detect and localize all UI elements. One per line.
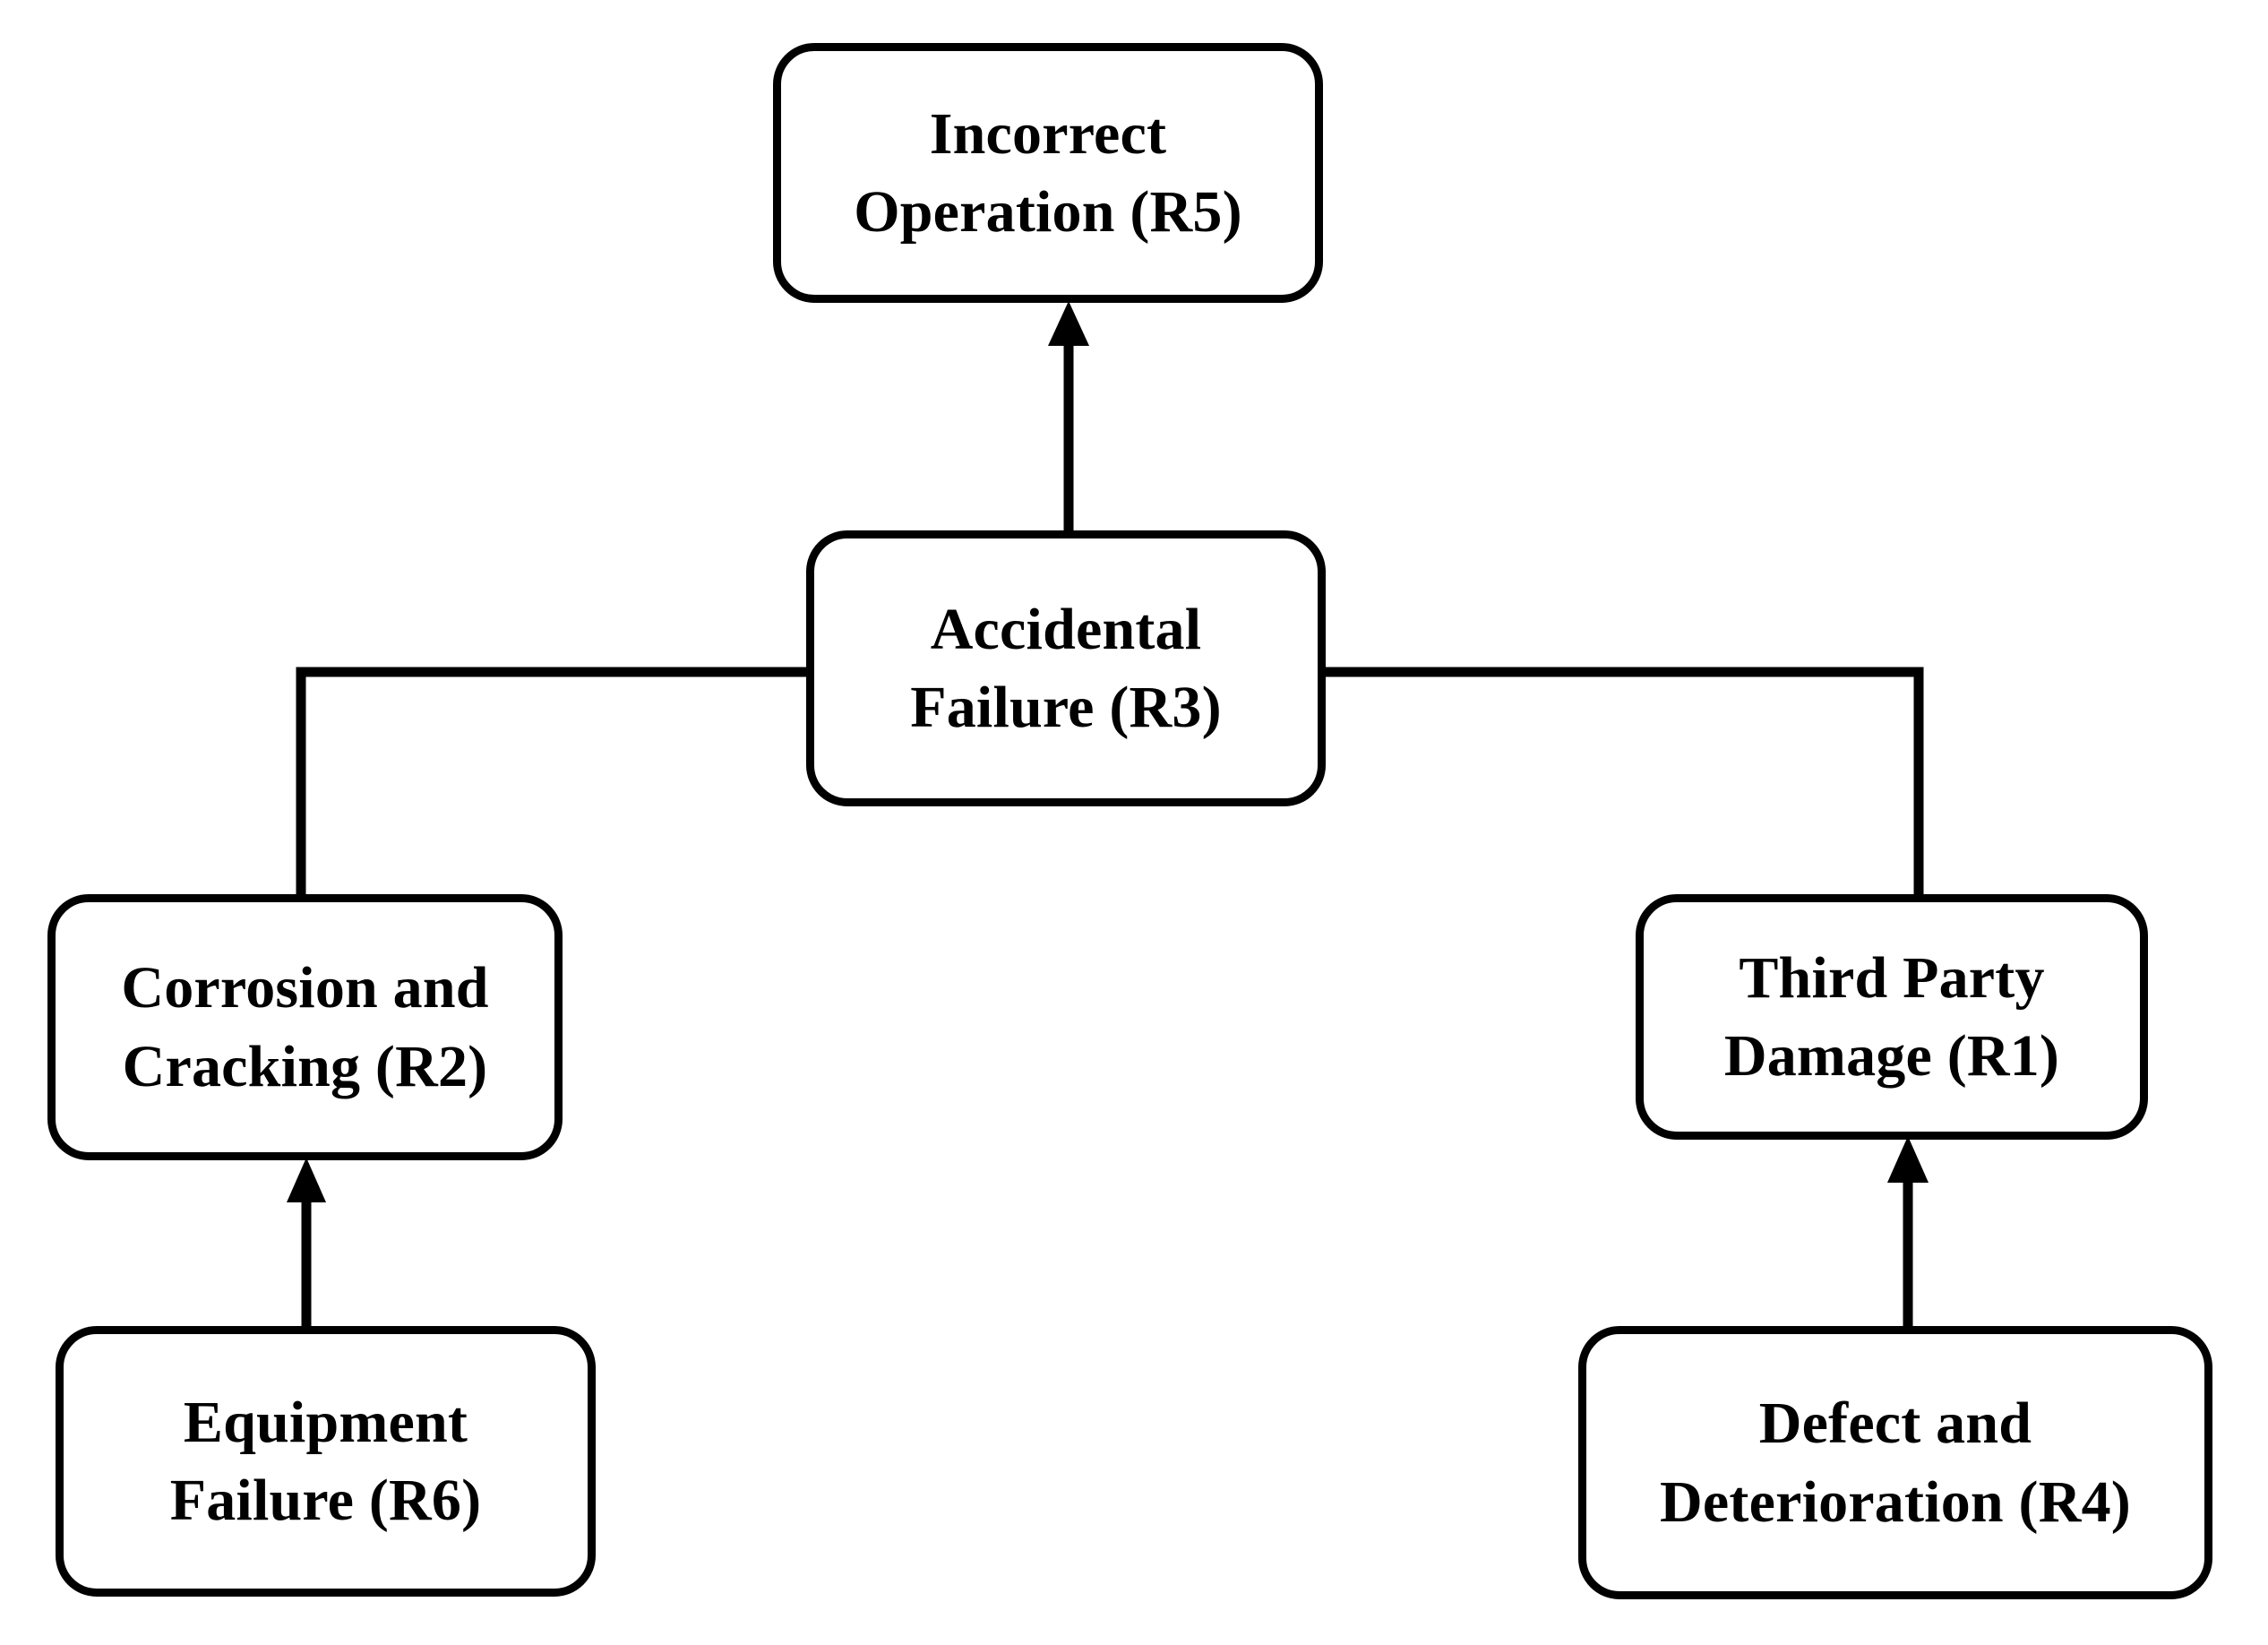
node-equipment-failure-line1: Equipment (183, 1389, 468, 1455)
node-defect-and-deterioration[interactable]: Defect and Deterioration (R4) (1578, 1326, 2212, 1599)
node-equipment-failure-line2: Failure (R6) (169, 1468, 482, 1533)
node-incorrect-operation-line2: Operation (R5) (854, 179, 1242, 245)
node-accidental-failure-line2: Failure (R3) (910, 675, 1222, 740)
node-accidental-failure-line1: Accidental (930, 596, 1202, 662)
edge-r3-to-r5 (1048, 301, 1089, 530)
edge-r3-to-r2 (296, 667, 806, 894)
edge-r3-to-r2-path (296, 667, 806, 894)
node-corrosion-and-cracking-line2: Cracking (R2) (122, 1033, 488, 1099)
node-third-party-damage[interactable]: Third Party Damage (R1) (1636, 894, 2148, 1140)
edge-r3-to-r1-path (1326, 667, 1924, 894)
node-third-party-damage-line2: Damage (R1) (1723, 1023, 2060, 1089)
node-third-party-damage-line1: Third Party (1739, 944, 2045, 1011)
node-incorrect-operation-line1: Incorrect (929, 100, 1167, 167)
edge-r4-to-r1-arrowhead (1887, 1136, 1929, 1183)
node-corrosion-and-cracking-line1: Corrosion and (121, 955, 489, 1021)
node-corrosion-and-cracking[interactable]: Corrosion and Cracking (R2) (47, 894, 563, 1160)
edge-r6-to-r2-arrowhead (287, 1158, 326, 1202)
edge-r3-to-r1 (1326, 667, 1924, 894)
node-defect-and-deterioration-line1: Defect and (1758, 1391, 2032, 1457)
node-accidental-failure[interactable]: Accidental Failure (R3) (806, 530, 1326, 806)
edge-r3-to-r5-arrowhead (1048, 301, 1089, 346)
node-defect-and-deterioration-line2: Deterioration (R4) (1660, 1468, 2131, 1535)
edge-r6-to-r2 (287, 1158, 326, 1326)
node-incorrect-operation[interactable]: Incorrect Operation (R5) (773, 43, 1323, 303)
edge-r4-to-r1 (1887, 1136, 1929, 1326)
node-equipment-failure[interactable]: Equipment Failure (R6) (56, 1326, 596, 1597)
